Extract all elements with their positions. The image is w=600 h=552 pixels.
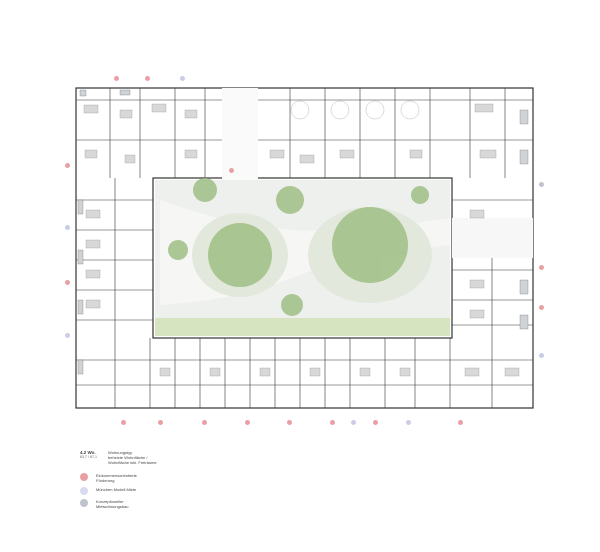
unit-marker [56, 163, 78, 169]
unit-marker [449, 420, 471, 426]
unit-marker [56, 333, 78, 339]
legend: 4.2 Wo. 63,7 / 87,1 Wohnungstyp beheizte… [80, 450, 260, 513]
legend-key-type: 4.2 Wo. [80, 450, 96, 455]
unit-marker [321, 420, 343, 426]
furniture [83, 100, 520, 377]
unit-marker [105, 76, 127, 82]
legend-area-key: 4.2 Wo. 63,7 / 87,1 Wohnungstyp beheizte… [80, 450, 260, 465]
legend-label: Förderung [96, 478, 115, 483]
unit-marker [530, 182, 552, 188]
unit-marker [136, 76, 158, 82]
legend-desc-line: beheizte Wohnfläche / [108, 455, 148, 460]
legend-swatch-blue [80, 487, 88, 495]
unit-marker [397, 420, 419, 426]
loggias [77, 89, 529, 375]
legend-key-area: 63,7 / 87,1 [80, 455, 97, 459]
unit-marker [112, 420, 134, 426]
north-passage [222, 88, 258, 180]
legend-item: Konzeptioneller Mietwohnungsbau [80, 499, 260, 509]
legend-label: Konzeptioneller [96, 499, 124, 504]
unit-marker [171, 76, 193, 82]
legend-label: Einkommensorientierte [96, 473, 137, 478]
unit-marker [236, 420, 258, 426]
east-passage [452, 218, 533, 258]
unit-marker [56, 280, 78, 286]
legend-item: Einkommensorientierte Förderung [80, 473, 260, 483]
unit-marker [530, 265, 552, 271]
legend-swatch-red [80, 473, 88, 481]
legend-desc-line: Wohnungstyp [108, 450, 133, 455]
unit-marker [530, 305, 552, 311]
unit-marker [220, 168, 242, 174]
legend-label: Mietwohnungsbau [96, 504, 129, 509]
legend-label: München Modell Miete [96, 487, 137, 492]
lawn-strip [155, 318, 450, 336]
unit-marker [364, 420, 386, 426]
unit-marker [149, 420, 171, 426]
interior-walls [76, 88, 533, 408]
legend-item: München Modell Miete [80, 487, 260, 495]
unit-marker [278, 420, 300, 426]
trees [168, 178, 429, 316]
legend-swatch-grey [80, 499, 88, 507]
unit-marker [56, 225, 78, 231]
unit-marker [342, 420, 364, 426]
legend-desc-line: Wohnfläche inkl. Freiräume [108, 460, 157, 465]
unit-marker [530, 353, 552, 359]
unit-marker [193, 420, 215, 426]
